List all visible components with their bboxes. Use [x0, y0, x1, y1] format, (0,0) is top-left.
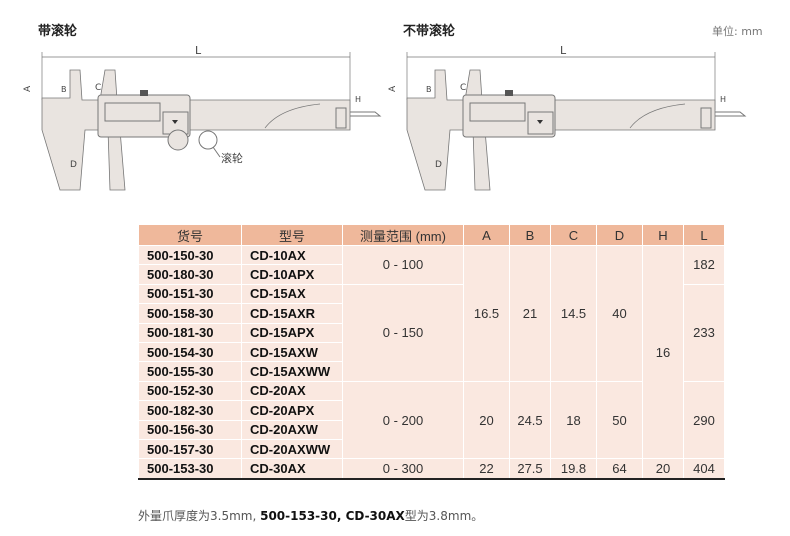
column-header: L — [683, 224, 725, 246]
cell: 500-181-30 — [138, 322, 242, 343]
cell: CD-15AX — [241, 283, 343, 305]
svg-text:H: H — [355, 95, 361, 104]
cell: 500-158-30 — [138, 303, 242, 324]
caliper-drawing-with-roller: L A B C D H 滚轮 — [23, 44, 382, 191]
column-header: 型号 — [241, 224, 343, 246]
cell: CD-15APX — [241, 322, 343, 343]
cell-range: 0 - 300 — [342, 458, 464, 480]
with-roller-label: 带滚轮 — [38, 24, 78, 39]
cell: CD-20AXWW — [241, 438, 343, 460]
roller-callout: 滚轮 — [221, 151, 243, 165]
column-header: D — [596, 224, 643, 246]
cell: CD-30AX — [241, 458, 343, 480]
cell-a: 22 — [463, 458, 510, 480]
cell-l: 233 — [683, 283, 725, 382]
cell-range: 0 - 150 — [342, 283, 464, 382]
cell-c: 19.8 — [550, 458, 597, 480]
cell: CD-20APX — [241, 400, 343, 421]
cell: CD-10AX — [241, 244, 343, 266]
svg-text:C: C — [95, 83, 101, 93]
column-header: B — [509, 224, 551, 246]
cell-l: 290 — [683, 380, 725, 460]
cell: 500-180-30 — [138, 264, 242, 285]
cell: CD-10APX — [241, 264, 343, 285]
caliper-drawing-without-roller: L A B C D H — [388, 44, 747, 191]
cell: 500-152-30 — [138, 380, 242, 402]
cell-b: 24.5 — [509, 380, 551, 460]
cell-range: 0 - 100 — [342, 245, 464, 285]
cell: 500-155-30 — [138, 361, 242, 382]
cell: 500-150-30 — [138, 244, 242, 266]
cell-l: 404 — [683, 458, 725, 480]
cell: CD-15AXR — [241, 303, 343, 324]
cell: CD-15AXWW — [241, 361, 343, 382]
svg-text:C: C — [460, 83, 466, 93]
cell: 500-156-30 — [138, 419, 242, 440]
svg-text:D: D — [70, 160, 77, 170]
column-header: 测量范围 (mm) — [342, 224, 464, 246]
cell-c: 14.5 — [550, 245, 597, 382]
cell-l: 182 — [683, 245, 725, 285]
cell-h: 16 — [642, 244, 684, 460]
cell-a: 20 — [463, 380, 510, 460]
cell-d: 64 — [596, 458, 643, 480]
cell: 500-157-30 — [138, 438, 242, 460]
dim-L: L — [195, 44, 202, 57]
cell: 500-153-30 — [138, 458, 242, 480]
svg-text:A: A — [388, 85, 398, 92]
cell-a: 16.5 — [463, 245, 510, 382]
cell: CD-20AX — [241, 380, 343, 402]
cell: CD-20AXW — [241, 419, 343, 440]
column-header: 货号 — [138, 224, 242, 246]
footnote: 外量爪厚度为3.5mm, 500-153-30, CD-30AX型为3.8mm。 — [138, 509, 484, 523]
cell-range: 0 - 200 — [342, 380, 464, 460]
column-header: C — [550, 224, 597, 246]
cell-c: 18 — [550, 380, 597, 460]
without-roller-label: 不带滚轮 — [403, 24, 456, 39]
svg-text:H: H — [720, 95, 726, 104]
column-header: A — [463, 224, 510, 246]
cell-b: 21 — [509, 245, 551, 382]
cell: 500-151-30 — [138, 283, 242, 305]
unit-label: 单位: mm — [712, 25, 763, 38]
svg-text:D: D — [435, 160, 442, 170]
svg-text:B: B — [61, 85, 67, 94]
svg-text:B: B — [426, 85, 432, 94]
column-header: H — [642, 224, 684, 246]
cell-h: 20 — [642, 458, 684, 480]
cell-d: 50 — [596, 380, 643, 460]
cell: 500-154-30 — [138, 341, 242, 363]
cell-d: 40 — [596, 245, 643, 382]
cell: 500-182-30 — [138, 400, 242, 421]
dim-L: L — [560, 44, 567, 57]
svg-text:A: A — [23, 85, 33, 92]
cell: CD-15AXW — [241, 341, 343, 363]
cell-b: 27.5 — [509, 458, 551, 480]
